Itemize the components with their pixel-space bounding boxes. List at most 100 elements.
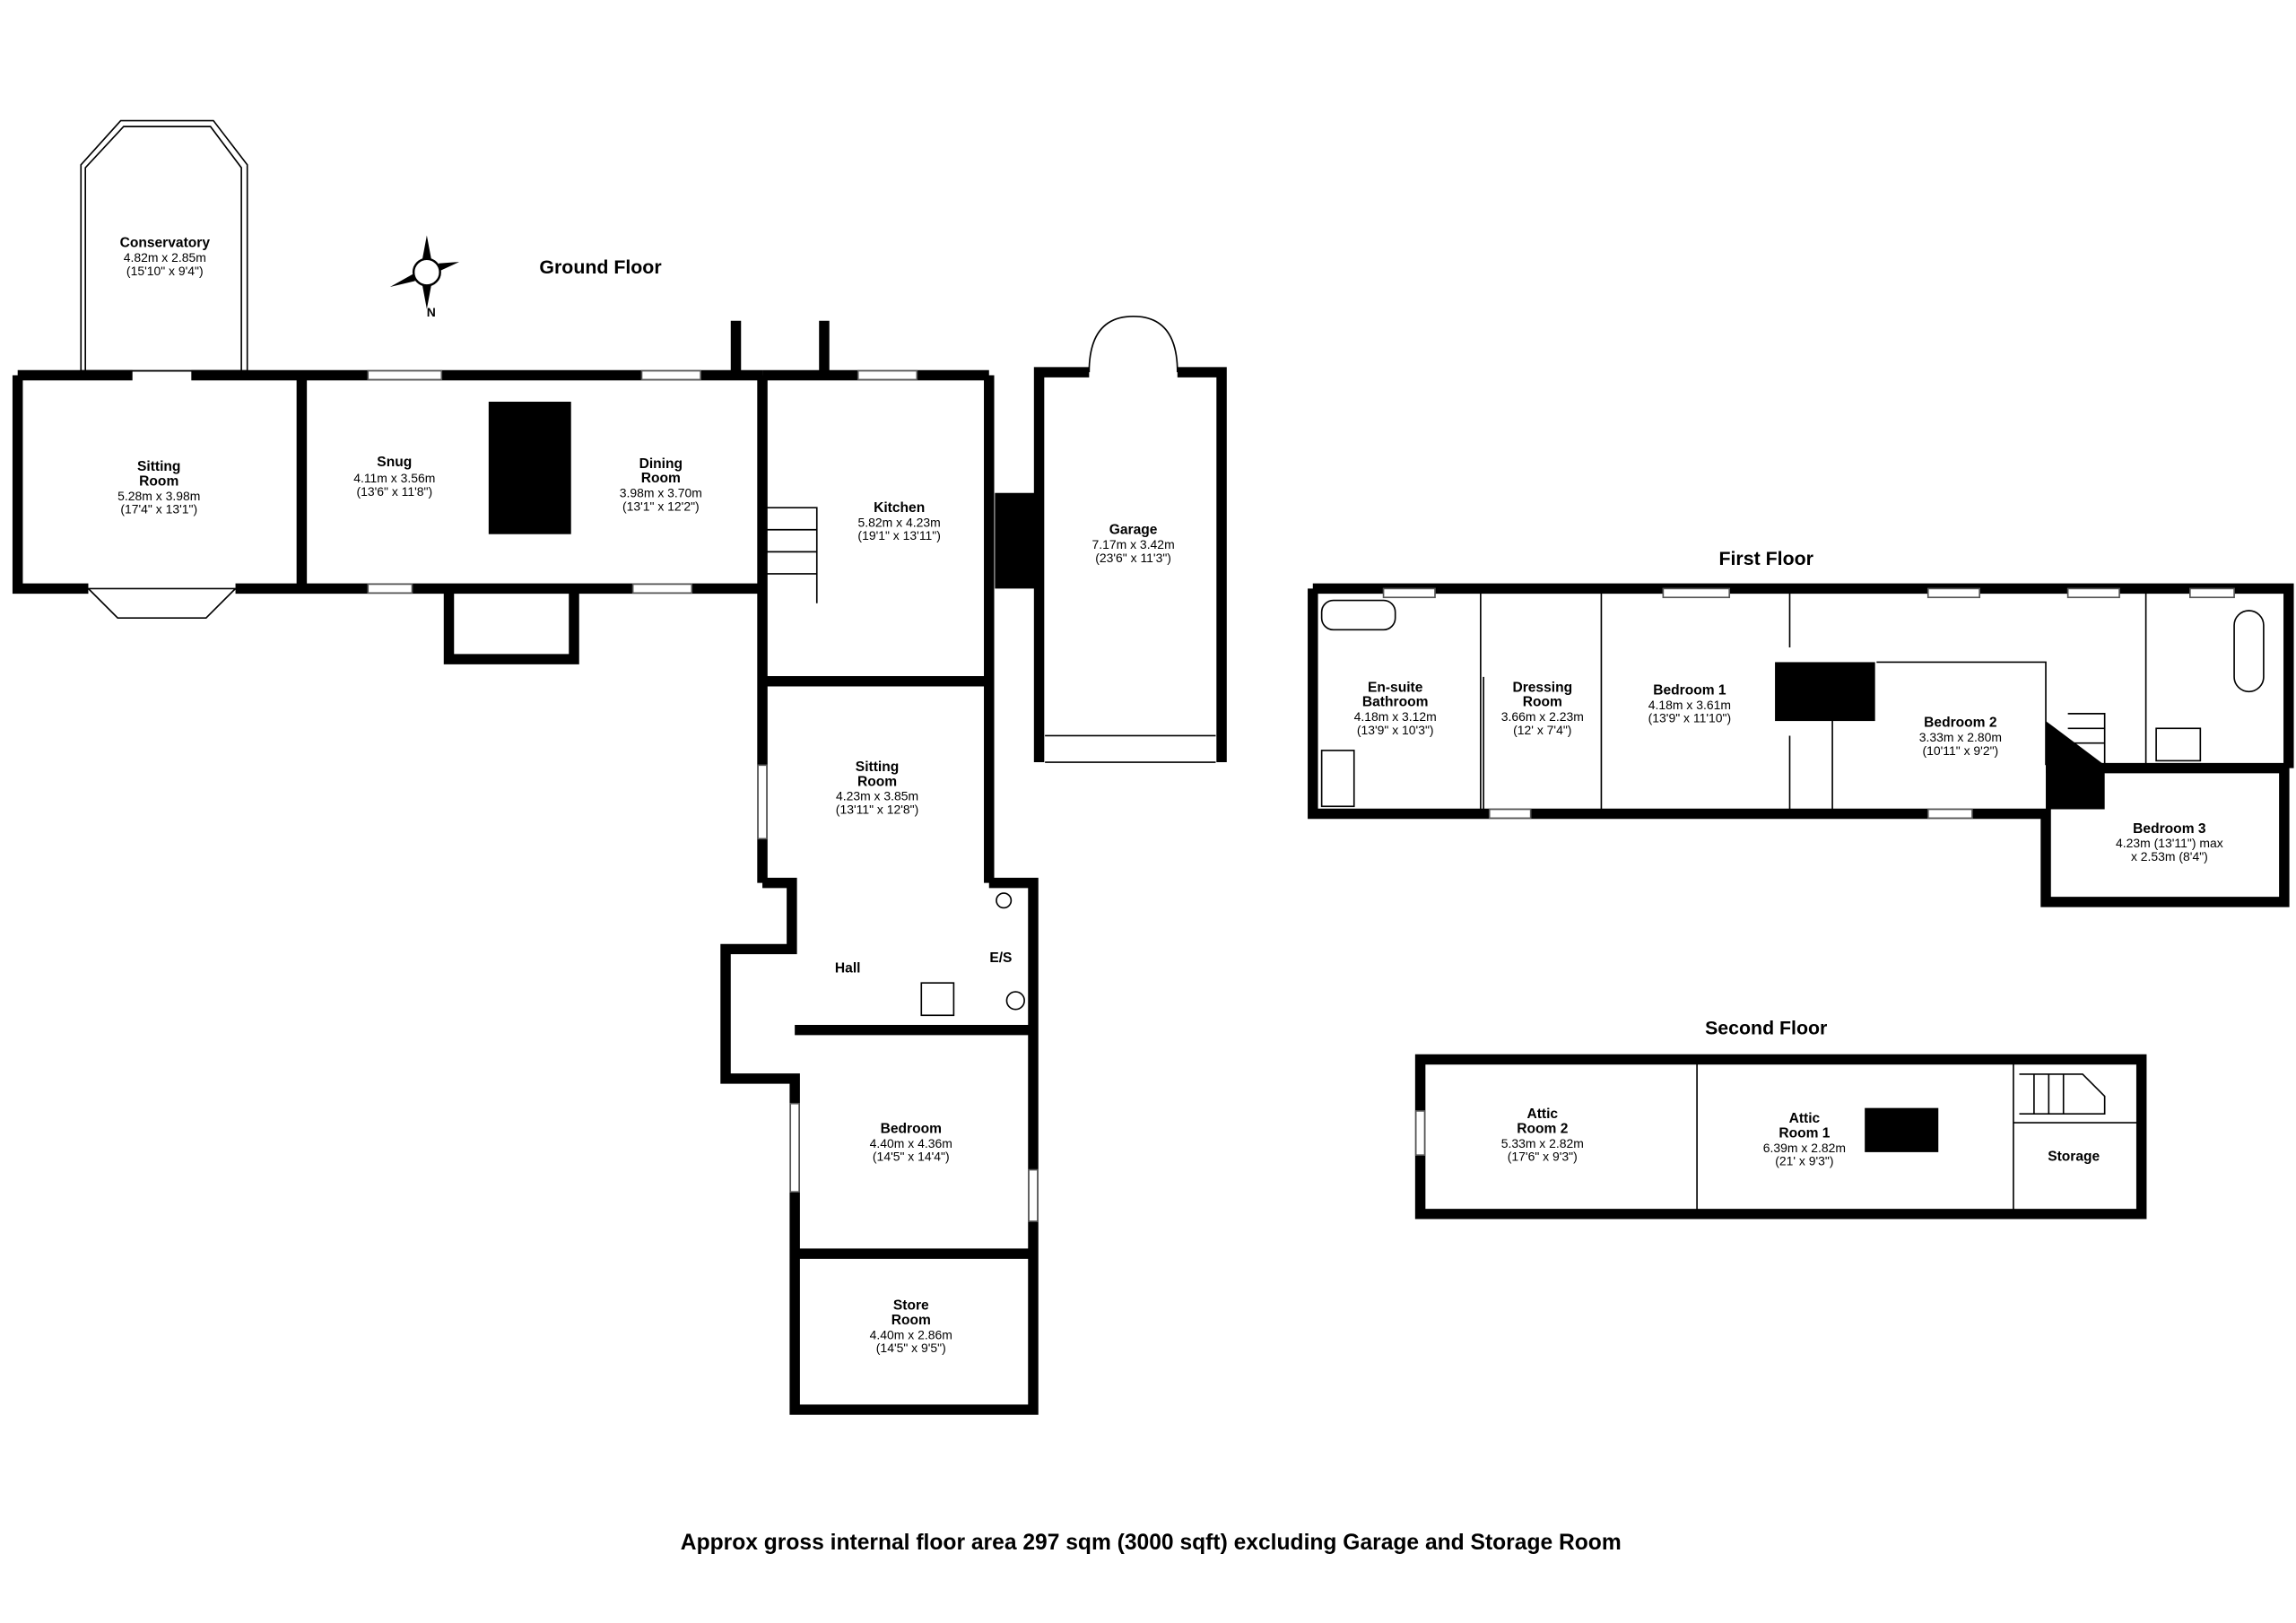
shower-icon — [920, 982, 955, 1017]
floor-area-caption: Approx gross internal floor area 297 sqm… — [681, 1531, 1622, 1555]
room-dimensions-imperial: (13'11" x 12'8") — [836, 802, 918, 816]
basin-icon — [1005, 991, 1025, 1011]
room-dimensions-imperial: (13'9" x 11'10") — [1648, 711, 1731, 725]
second-floor: Second Floor Attic Room 2 5.33m x 2.82m … — [1414, 1018, 2147, 1219]
room-dimensions-imperial: (15'10" x 9'4") — [126, 264, 204, 278]
shower-icon — [1320, 750, 1355, 808]
window — [367, 369, 443, 381]
room-dimensions: 3.66m x 2.23m — [1501, 709, 1584, 724]
compass-icon: N — [389, 235, 459, 319]
room-name: Dining — [639, 456, 683, 472]
chimney — [995, 492, 1037, 589]
room-dimensions-imperial: (13'1" x 12'2") — [622, 499, 700, 513]
window — [757, 764, 768, 840]
room-name: Bathroom — [1362, 695, 1429, 710]
room-dimensions: 7.17m x 3.42m — [1091, 537, 1174, 551]
window — [640, 369, 701, 381]
staircase — [765, 507, 818, 603]
room-dimensions: 4.82m x 2.85m — [124, 250, 206, 265]
room-name: Bedroom 2 — [1924, 716, 1997, 731]
room-dimensions: 4.11m x 3.56m — [353, 471, 435, 485]
window — [1028, 1168, 1039, 1222]
window — [1382, 587, 1436, 599]
room-dimensions: 3.33m x 2.80m — [1919, 730, 2002, 744]
hall-bedroom-walls — [720, 877, 1039, 1415]
room-name: Room — [1523, 695, 1562, 710]
room-name: Sitting — [137, 459, 180, 474]
room-dimensions-imperial: (14'5" x 14'4") — [873, 1150, 950, 1164]
room-name: Bedroom — [881, 1122, 942, 1137]
room-dimensions-imperial: (10'11" x 9'2") — [1923, 743, 1999, 758]
room-name: Room 2 — [1517, 1122, 1568, 1137]
room-dimensions: 4.40m x 2.86m — [870, 1327, 952, 1341]
room-name: Dressing — [1512, 680, 1572, 695]
room-name: E/S — [989, 950, 1012, 966]
window — [1926, 587, 1980, 599]
stair-void — [2046, 721, 2105, 810]
bath-icon — [2233, 610, 2265, 693]
room-name: Attic — [1526, 1107, 1558, 1122]
room-name: Garage — [1109, 523, 1158, 538]
room-dimensions-imperial: (13'6" x 11'8") — [356, 484, 432, 499]
room-dimensions: 4.40m x 4.36m — [870, 1136, 952, 1150]
room-dimensions: 4.18m x 3.12m — [1354, 709, 1437, 724]
hob-icon — [1007, 533, 1024, 550]
room-dimensions-imperial: (13'9" x 10'3") — [1357, 723, 1434, 737]
room-dimensions-imperial: (12' x 7'4") — [1513, 723, 1571, 737]
room-dimensions: 5.28m x 3.98m — [117, 489, 200, 503]
shower-icon — [2155, 727, 2202, 762]
ground-floor: N Ground Floor Conservatory 4.82m x 2.85… — [12, 119, 1227, 1415]
internal-walls — [1696, 1063, 2137, 1210]
room-name: Bedroom 3 — [2133, 821, 2206, 837]
window — [367, 583, 413, 595]
room-dimensions: 4.23m (13'11") max — [2116, 836, 2223, 850]
garage-double-door — [1088, 315, 1178, 373]
staircase — [2067, 713, 2106, 766]
bath-icon — [1320, 599, 1396, 631]
room-dimensions: 5.33m x 2.82m — [1501, 1136, 1584, 1150]
room-dimensions-imperial: (21' x 9'3") — [1775, 1154, 1833, 1168]
room-dimensions: 3.98m x 3.70m — [620, 486, 702, 500]
room-name: Attic — [1789, 1111, 1821, 1126]
chimney — [1865, 1107, 1939, 1152]
room-name: Room — [891, 1313, 931, 1328]
window — [1926, 808, 1973, 820]
room-dimensions-imperial: (17'6" x 9'3") — [1508, 1150, 1578, 1164]
window — [857, 369, 918, 381]
first-floor: First Floor En-suite Bathroom 4.18m x 3.… — [1308, 548, 2294, 907]
window — [1488, 808, 1532, 820]
room-dimensions: 5.82m x 4.23m — [858, 515, 941, 529]
window — [1414, 1110, 1426, 1156]
bay-window — [86, 587, 238, 620]
room-name: En-suite — [1368, 680, 1423, 695]
room-dimensions: 4.23m x 3.85m — [836, 789, 918, 803]
room-name: Storage — [2048, 1150, 2100, 1165]
room-name: Room — [857, 774, 897, 789]
room-name: Snug — [377, 455, 412, 470]
room-name: Room 1 — [1779, 1125, 1830, 1141]
room-dimensions-imperial: (19'1" x 13'11") — [857, 528, 940, 542]
room-name: Hall — [835, 961, 861, 976]
room-name: Room — [139, 474, 178, 490]
room-name: Sitting — [856, 759, 899, 775]
window — [1662, 587, 1731, 599]
porch-walls — [443, 588, 579, 664]
room-dimensions: x 2.53m (8'4") — [2131, 849, 2208, 864]
staircase — [2019, 1073, 2106, 1115]
floor-title-first: First Floor — [1718, 548, 1813, 569]
room-dimensions-imperial: (23'6" x 11'3") — [1095, 551, 1171, 565]
second-floor-walls — [1414, 1054, 2147, 1219]
window — [789, 1102, 800, 1193]
room-dimensions: 4.18m x 3.61m — [1648, 698, 1731, 712]
window — [631, 583, 693, 595]
compass-north-label: N — [427, 305, 436, 319]
room-name: Bedroom 1 — [1653, 683, 1726, 699]
room-name: Kitchen — [874, 500, 925, 516]
toilet-icon — [996, 892, 1013, 909]
room-name: Room — [641, 471, 681, 486]
room-dimensions-imperial: (17'4" x 13'1") — [120, 502, 197, 516]
garage-walls — [1033, 367, 1227, 763]
window — [2066, 587, 2120, 599]
floor-title-ground: Ground Floor — [539, 256, 661, 278]
